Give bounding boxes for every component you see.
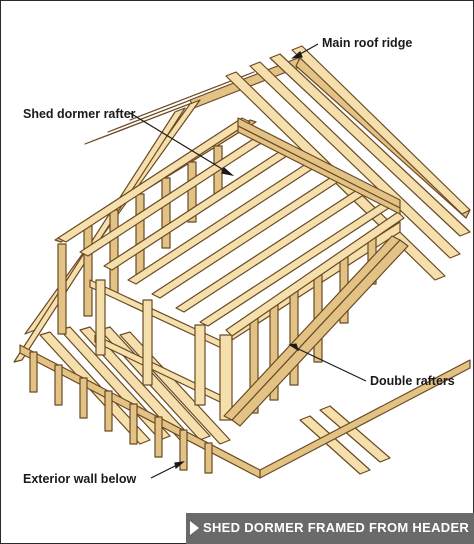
caption-bar <box>186 513 474 544</box>
exterior-wall-below <box>19 344 471 479</box>
dormer-header <box>237 117 401 215</box>
caption-arrow-icon <box>190 521 199 535</box>
main-roof-ridge-label: Main roof ridge <box>322 36 413 50</box>
shed-dormer-rafters <box>57 117 405 337</box>
exterior-wall-below-label: Exterior wall below <box>23 472 137 486</box>
double-rafters-label: Double rafters <box>370 374 455 388</box>
double-rafters <box>223 233 409 427</box>
caption-title: SHED DORMER FRAMED FROM HEADER <box>203 520 470 535</box>
shed-dormer-rafter-label: Shed dormer rafter <box>23 107 136 121</box>
leader-lines <box>129 43 367 479</box>
